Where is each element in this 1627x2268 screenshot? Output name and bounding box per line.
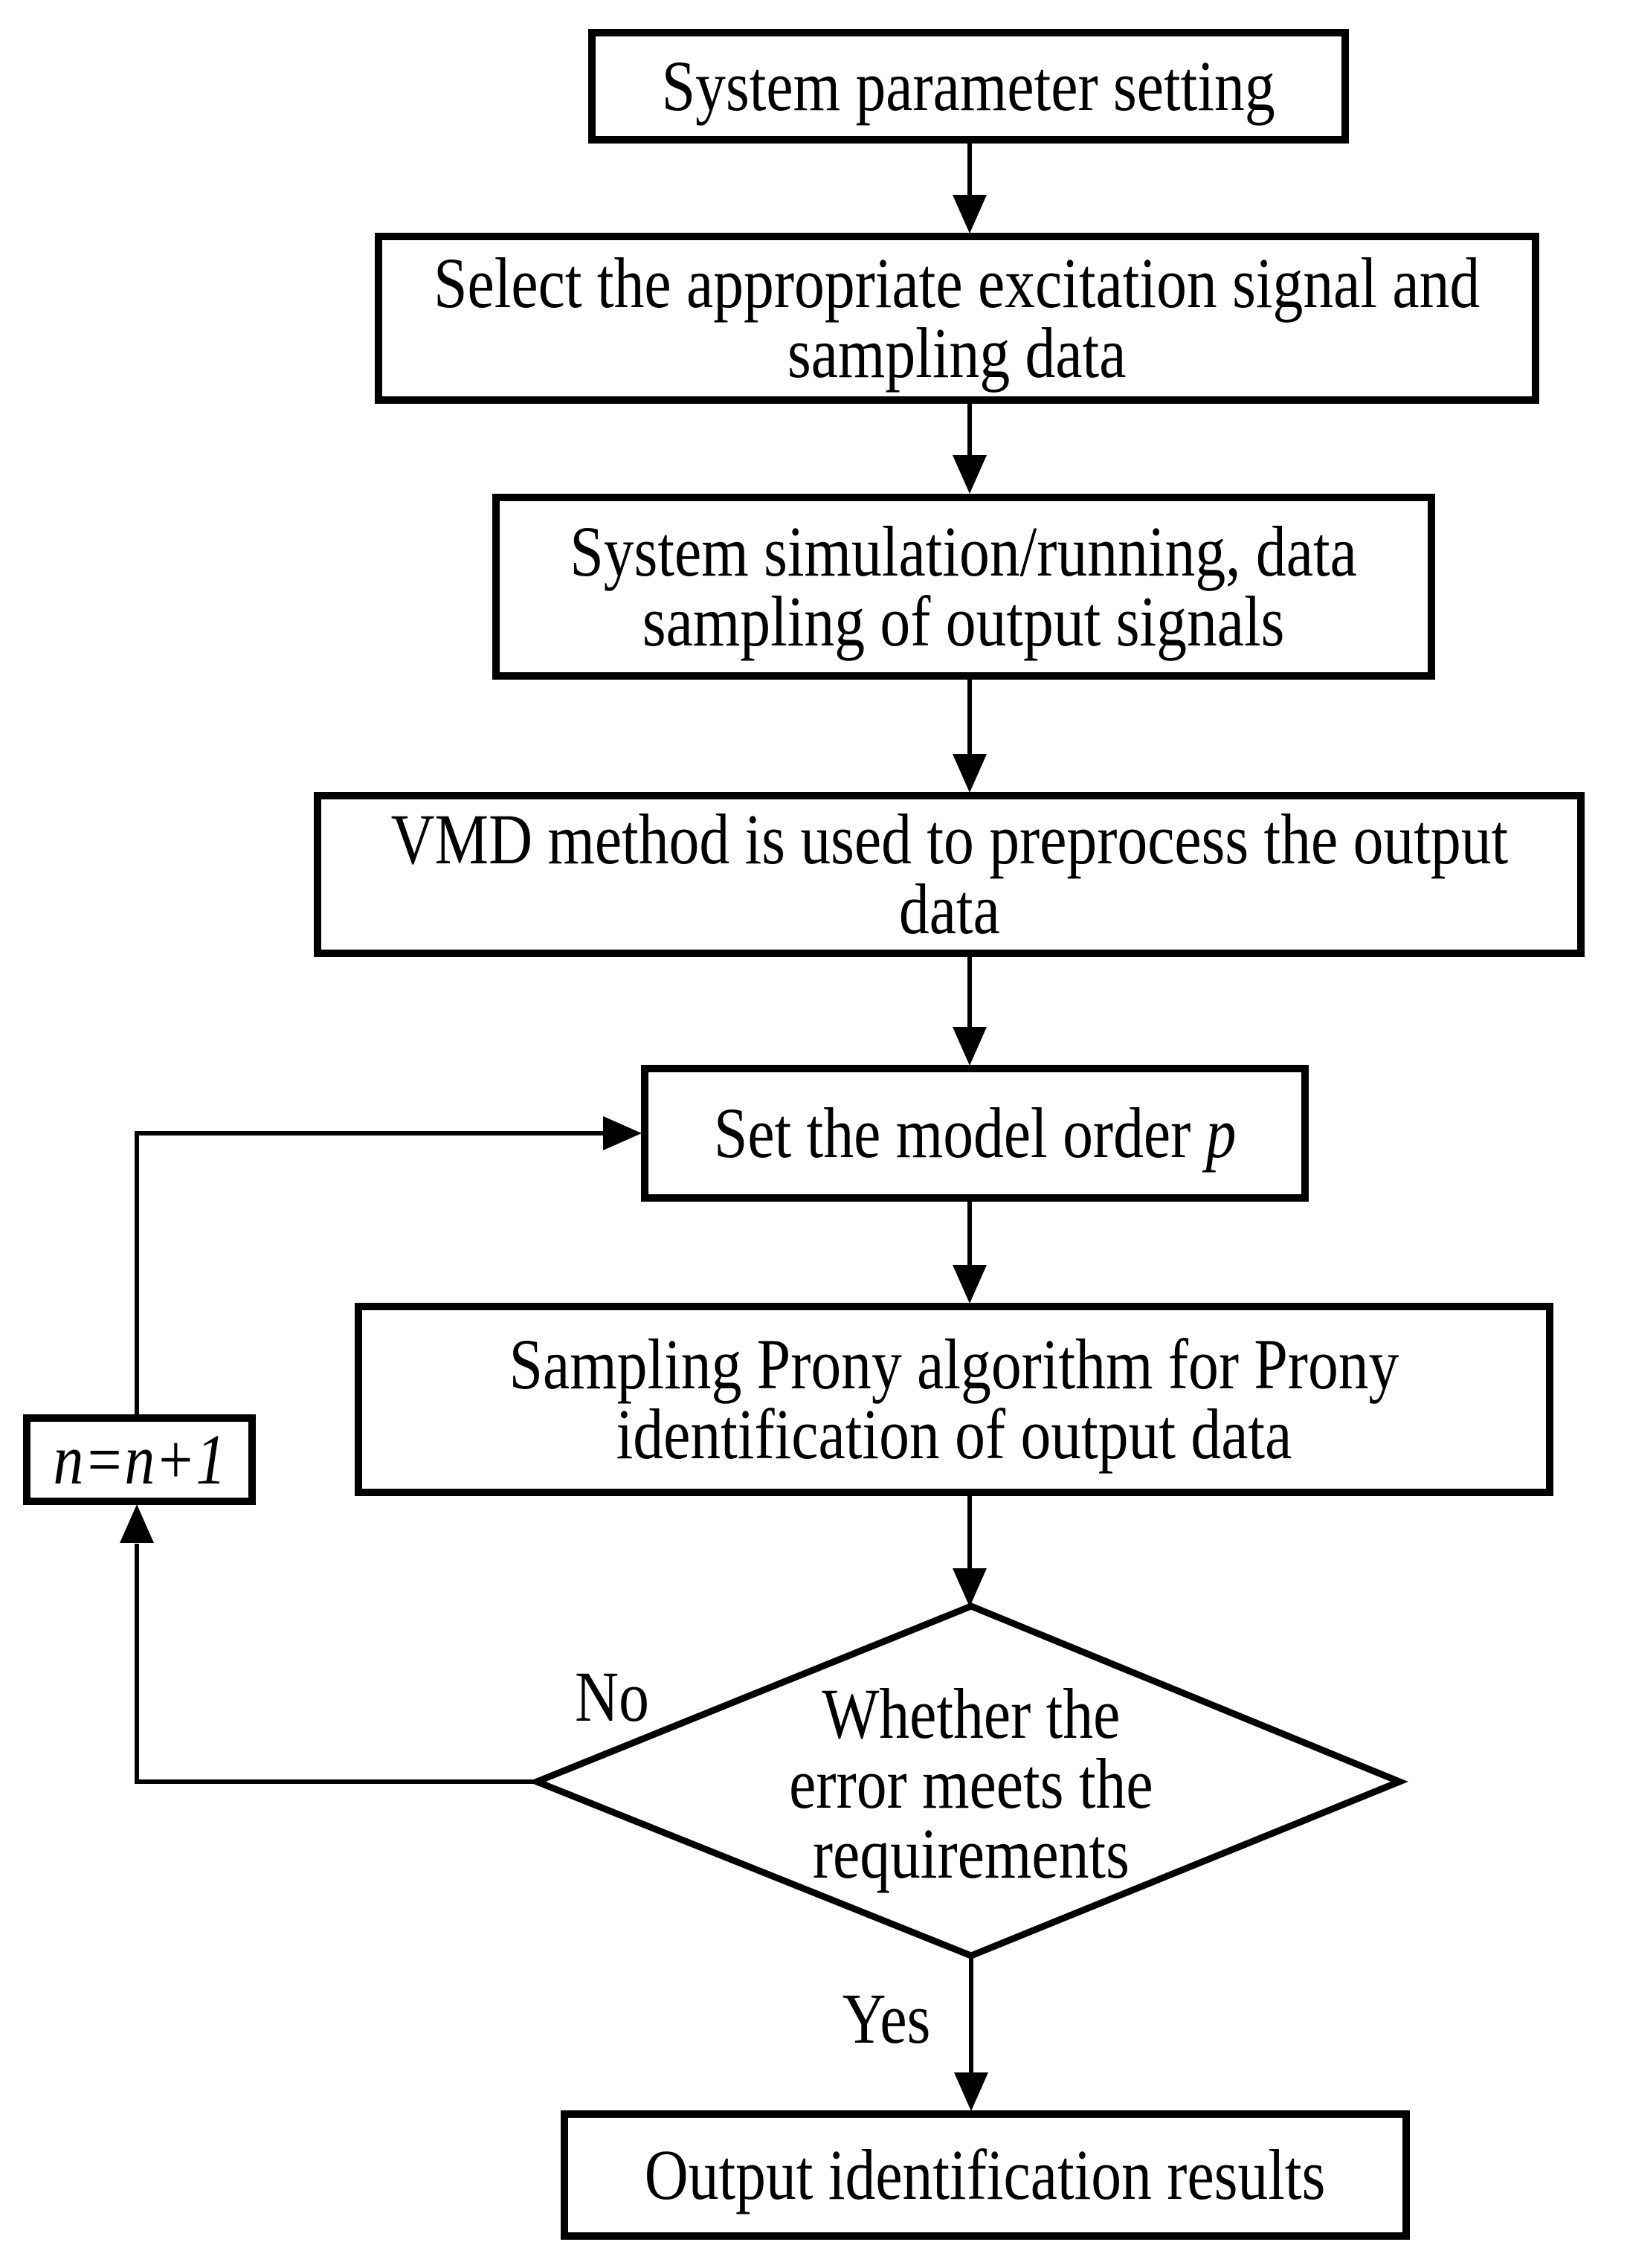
decision-diamond-shape (527, 1602, 1408, 1959)
node-system-parameter-setting: System parameter setting (588, 29, 1349, 144)
text-segment: Set the model order (713, 1093, 1206, 1173)
node-text: Whether the error meets the requirements (789, 1674, 1153, 1893)
node-output-results: Output identification results (561, 2110, 1410, 2240)
node-text: System simulation/running, data sampling… (570, 512, 1358, 661)
node-system-simulation: System simulation/running, data sampling… (492, 494, 1435, 680)
branch-label-no: No (575, 1657, 649, 1736)
node-text: Set the model order p (714, 1098, 1236, 1169)
text-line: System simulation/running, data (570, 512, 1358, 591)
text-line: Sampling Prony algorithm for Prony (509, 1324, 1399, 1404)
text-line: Whether the (822, 1674, 1121, 1753)
text-line: identification of output data (616, 1394, 1292, 1474)
arrowhead-2 (953, 455, 987, 494)
node-vmd-preprocess: VMD method is used to preprocess the out… (314, 792, 1585, 957)
text-line: VMD method is used to preprocess the out… (390, 799, 1508, 879)
text-line: sampling of output signals (642, 582, 1285, 661)
text-line: System parameter setting (662, 46, 1275, 126)
text-line: error meets the (789, 1744, 1153, 1823)
arrowhead-yes (954, 2072, 988, 2111)
node-text: VMD method is used to preprocess the out… (390, 799, 1508, 949)
no-branch-connector (135, 1544, 537, 1784)
node-text: System parameter setting (662, 46, 1275, 126)
node-select-excitation-signal: Select the appropriate excitation signal… (375, 233, 1539, 404)
feedback-connector (135, 1131, 605, 1416)
arrowhead-6 (953, 1568, 987, 1607)
node-text: Sampling Prony algorithm for Prony ident… (509, 1324, 1399, 1474)
text-line: Select the appropriate excitation signal… (434, 243, 1481, 323)
node-error-decision: Whether the error meets the requirements (537, 1674, 1405, 1893)
arrowhead-feedback-right (603, 1116, 642, 1150)
text-line: requirements (813, 1814, 1130, 1893)
node-text: Select the appropriate excitation signal… (434, 243, 1481, 393)
arrowhead-3 (953, 754, 987, 793)
text-line: Output identification results (645, 2135, 1326, 2214)
text-line: data (898, 869, 1000, 949)
branch-label-yes: Yes (842, 1979, 931, 2058)
arrowhead-no-up (120, 1504, 154, 1543)
arrowhead-4 (953, 1027, 987, 1066)
node-text: Output identification results (645, 2135, 1326, 2214)
node-sampling-prony: Sampling Prony algorithm for Prony ident… (355, 1303, 1553, 1496)
text-line: sampling data (787, 313, 1127, 393)
node-increment-counter: n=n+1 (23, 1414, 256, 1505)
node-set-model-order: Set the model order p (641, 1065, 1309, 1202)
arrowhead-1 (953, 195, 987, 233)
node-text: n=n+1 (53, 1420, 226, 1499)
variable-p: p (1205, 1093, 1237, 1173)
arrowhead-5 (953, 1265, 987, 1304)
